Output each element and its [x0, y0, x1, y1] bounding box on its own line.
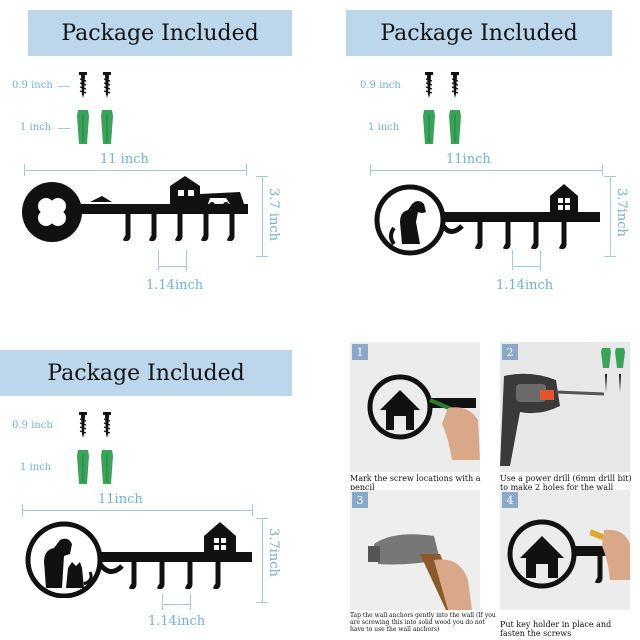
- height-label: 3.7inch: [614, 188, 629, 237]
- step-3-caption: Tap the wall anchors gently into the wal…: [350, 612, 496, 633]
- wall-anchor-icon: [423, 110, 435, 144]
- step-4-image: 4: [500, 490, 630, 610]
- key-holder-dog-house-icon: [374, 184, 600, 256]
- package-banner: Package Included: [28, 10, 292, 56]
- width-label: 11 inch: [100, 152, 149, 167]
- hand-pencil-icon: [429, 398, 480, 460]
- key-holder-house-icon: [507, 519, 630, 589]
- package-banner: Package Included: [346, 10, 612, 56]
- width-label: 11inch: [98, 492, 143, 507]
- step-number: 4: [502, 492, 518, 508]
- panel-key-dog-cat-house: Package Included 0.9 inch 1 inch 11inch …: [0, 320, 320, 640]
- package-title: Package Included: [61, 20, 259, 46]
- wall-anchor-icon: [449, 110, 461, 144]
- key-holder-house-icon: [367, 374, 476, 440]
- package-banner: Package Included: [0, 350, 292, 396]
- screwdriver-hand-icon: [590, 529, 630, 580]
- wall-anchor-screw-icon: [601, 348, 625, 392]
- screw-icon: [451, 72, 459, 98]
- step-1-image: 1: [350, 342, 480, 472]
- wall-anchor-icon: [77, 110, 89, 144]
- step-number: 3: [352, 492, 368, 508]
- wall-anchor-icon: [101, 450, 113, 484]
- step-1-caption: Mark the screw locations with a pencil: [350, 474, 481, 492]
- screw-icon: [103, 72, 111, 98]
- screw-icon: [79, 412, 87, 438]
- package-title: Package Included: [380, 20, 578, 46]
- hook-spacing-label: 1.14inch: [148, 614, 206, 629]
- height-label: 3.7 inch: [266, 188, 281, 241]
- step-number: 2: [502, 344, 518, 360]
- screw-icon: [79, 72, 87, 98]
- screw-icon: [425, 72, 433, 98]
- screw-length-label: 0.9 inch: [360, 80, 401, 91]
- panel-key-dog-house: Package Included 0.9 inch 1 inch 11inch …: [320, 0, 640, 320]
- hook-spacing-label: 1.14inch: [146, 278, 204, 293]
- step-3-image: 3: [350, 490, 480, 610]
- screw-length-label: 0.9 inch: [12, 420, 53, 431]
- screw-length-label: 0.9 inch: [12, 80, 53, 91]
- screw-icon: [103, 412, 111, 438]
- panel-key-clover-house: Package Included 0.9 inch 1 inch 11 inch…: [0, 0, 320, 320]
- hammer-icon: [368, 534, 472, 610]
- width-label: 11inch: [446, 152, 491, 167]
- step-4-caption: Put key holder in place and fasten the s…: [500, 620, 612, 638]
- package-title: Package Included: [47, 360, 245, 386]
- anchor-length-label: 1 inch: [20, 462, 52, 473]
- anchor-length-label: 1 inch: [368, 122, 400, 133]
- hook-spacing-label: 1.14inch: [496, 278, 554, 293]
- anchor-length-label: 1 inch: [20, 122, 52, 133]
- power-drill-icon: [500, 373, 604, 466]
- height-label: 3.7inch: [266, 528, 281, 577]
- step-2-image: 2: [500, 342, 630, 472]
- step-number: 1: [352, 344, 368, 360]
- wall-anchor-icon: [101, 110, 113, 144]
- wall-anchor-icon: [77, 450, 89, 484]
- key-holder-dog-cat-house-icon: [25, 521, 252, 598]
- installation-steps-panel: 1 Mark the screw locations with a pencil…: [320, 320, 640, 640]
- key-holder-clover-house-icon: [22, 176, 248, 242]
